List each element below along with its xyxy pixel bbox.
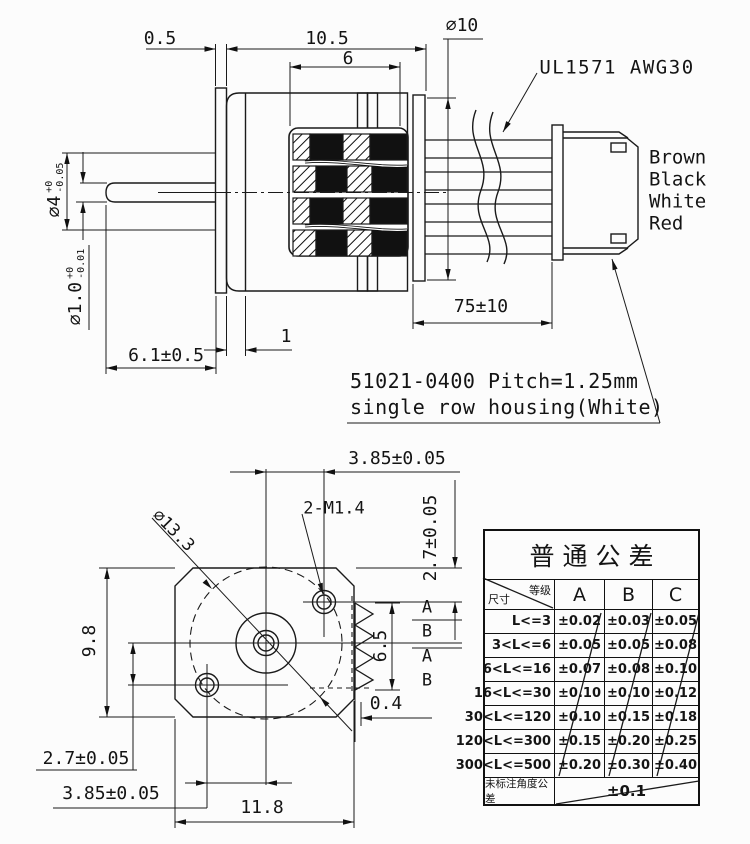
row-range: L<=3 xyxy=(485,610,555,634)
dim-body-length: 10.5 xyxy=(305,28,349,49)
side-view-outline xyxy=(105,87,426,294)
tolerance-cell: ±0.08 xyxy=(605,658,653,682)
tolerance-cell: ±0.10 xyxy=(555,706,605,730)
phase-label-b-bar: B xyxy=(421,621,433,642)
dia-boss-value: ∅4 xyxy=(44,195,65,218)
tolerance-cell: ±0.10 xyxy=(653,658,698,682)
phase-label-a: A xyxy=(421,597,433,618)
table-diagonal-lines xyxy=(482,577,700,805)
wire-color-black: Black xyxy=(649,168,707,191)
tol-lower: -0.05 xyxy=(55,162,66,193)
dim-value: 2.7±0.05 xyxy=(420,494,441,582)
tolerance-cell: ±0.15 xyxy=(605,706,653,730)
tolerance-cell: ±0.05 xyxy=(653,610,698,634)
dim-value: 6.5 xyxy=(370,629,391,663)
tolerance-cell: ±0.12 xyxy=(653,682,698,706)
tol-upper: +0 xyxy=(65,266,76,279)
tolerance-cell: ±0.10 xyxy=(555,682,605,706)
column-header-a: A xyxy=(555,580,605,610)
tolerance-cell: ±0.30 xyxy=(605,754,653,778)
row-range: 3<L<=6 xyxy=(485,634,555,658)
tol-lower: -0.01 xyxy=(76,248,87,279)
cable-spec-callout: UL1571 AWG30 xyxy=(539,56,695,79)
dim-shaft-length: 6.1±0.5 xyxy=(128,345,204,366)
dia-shaft-callout: ∅1.0 +0 -0.01 xyxy=(65,249,87,325)
row-range: 30<L<=120 xyxy=(465,706,555,730)
front-view-dimensions xyxy=(36,469,462,828)
column-header-b: B xyxy=(605,580,653,610)
tolerance-table: 普通公差 等级 尺寸 A B C L<=3 ±0.02 ±0.03 ±0.05 … xyxy=(456,529,700,806)
angle-tolerance-label: 未标注角度公差 xyxy=(485,778,555,805)
tolerance-cell: ±0.20 xyxy=(605,730,653,754)
dim-hole-offset-x-top: 3.85±0.05 xyxy=(348,448,446,469)
corner-size-label: 尺寸 xyxy=(488,593,510,606)
dim-hole-offset-y-bottom: 2.7±0.05 xyxy=(42,748,130,769)
tolerance-cell: ±0.15 xyxy=(555,730,605,754)
connector-note-line2: single row housing(White) xyxy=(350,395,664,419)
angle-tolerance-value: ±0.1 xyxy=(606,782,647,800)
row-range: 120<L<=300 xyxy=(456,730,555,754)
wire-bundle xyxy=(425,109,552,265)
dim-wire-length: 75±10 xyxy=(453,296,509,317)
wire-color-red: Red xyxy=(649,212,684,235)
wire-color-brown: Brown xyxy=(649,146,707,169)
tolerance-cell: ±0.25 xyxy=(653,730,698,754)
dim-body-width: 11.8 xyxy=(240,797,284,818)
tolerance-cell: ±0.20 xyxy=(555,754,605,778)
dim-gear-offset: 0.4 xyxy=(369,693,403,714)
dia-body-callout: ∅10 xyxy=(445,15,479,36)
corner-grade-label: 等级 xyxy=(529,584,551,597)
phase-label-a-bar: A xyxy=(421,646,433,667)
tolerance-cell: ±0.05 xyxy=(555,634,605,658)
wire-color-white: White xyxy=(649,190,707,213)
dim-gear-width: 6.5 xyxy=(370,629,391,663)
row-range: 16<L<=30 xyxy=(474,682,555,706)
dim-front-step: 1 xyxy=(280,326,292,347)
dim-winding-width: 6 xyxy=(342,48,354,69)
dim-value: 9.8 xyxy=(79,624,100,658)
dim-hole-offset-x-bottom: 3.85±0.05 xyxy=(62,783,160,804)
tolerance-cell: ±0.18 xyxy=(653,706,698,730)
side-view-arrowheads xyxy=(64,46,618,371)
dia-shaft-tolerance: +0 -0.01 xyxy=(65,249,87,279)
front-view-arrowheads xyxy=(104,469,458,825)
dia-boss-tolerance: +0 -0.05 xyxy=(44,163,66,193)
table-title: 普通公差 xyxy=(485,531,698,580)
tolerance-cell: ±0.10 xyxy=(605,682,653,706)
dia-shaft-value: ∅1.0 xyxy=(65,281,86,326)
thread-callout: 2-M1.4 xyxy=(303,498,365,519)
tolerance-cell: ±0.02 xyxy=(555,610,605,634)
connector-housing xyxy=(551,124,639,261)
dim-hole-offset-y-top: 2.7±0.05 xyxy=(420,494,441,582)
column-header-c: C xyxy=(653,580,698,610)
tolerance-cell: ±0.05 xyxy=(605,634,653,658)
row-range: 300<L<=500 xyxy=(456,754,555,778)
dia-boss-callout: ∅4 +0 -0.05 xyxy=(44,163,66,218)
tolerance-cell: ±0.08 xyxy=(653,634,698,658)
dim-body-height: 9.8 xyxy=(79,624,100,658)
phase-label-b: B xyxy=(421,670,433,691)
row-range: 6<L<=16 xyxy=(483,658,555,682)
connector-note-line1: 51021-0400 Pitch=1.25mm xyxy=(350,369,639,393)
tolerance-cell: ±0.40 xyxy=(653,754,698,778)
tolerance-cell: ±0.07 xyxy=(555,658,605,682)
side-view-dimensions xyxy=(62,38,661,424)
tol-upper: +0 xyxy=(44,180,55,193)
dim-plate-thickness: 0.5 xyxy=(143,28,177,49)
tolerance-cell: ±0.03 xyxy=(605,610,653,634)
table-corner-cell: 等级 尺寸 xyxy=(485,580,555,610)
